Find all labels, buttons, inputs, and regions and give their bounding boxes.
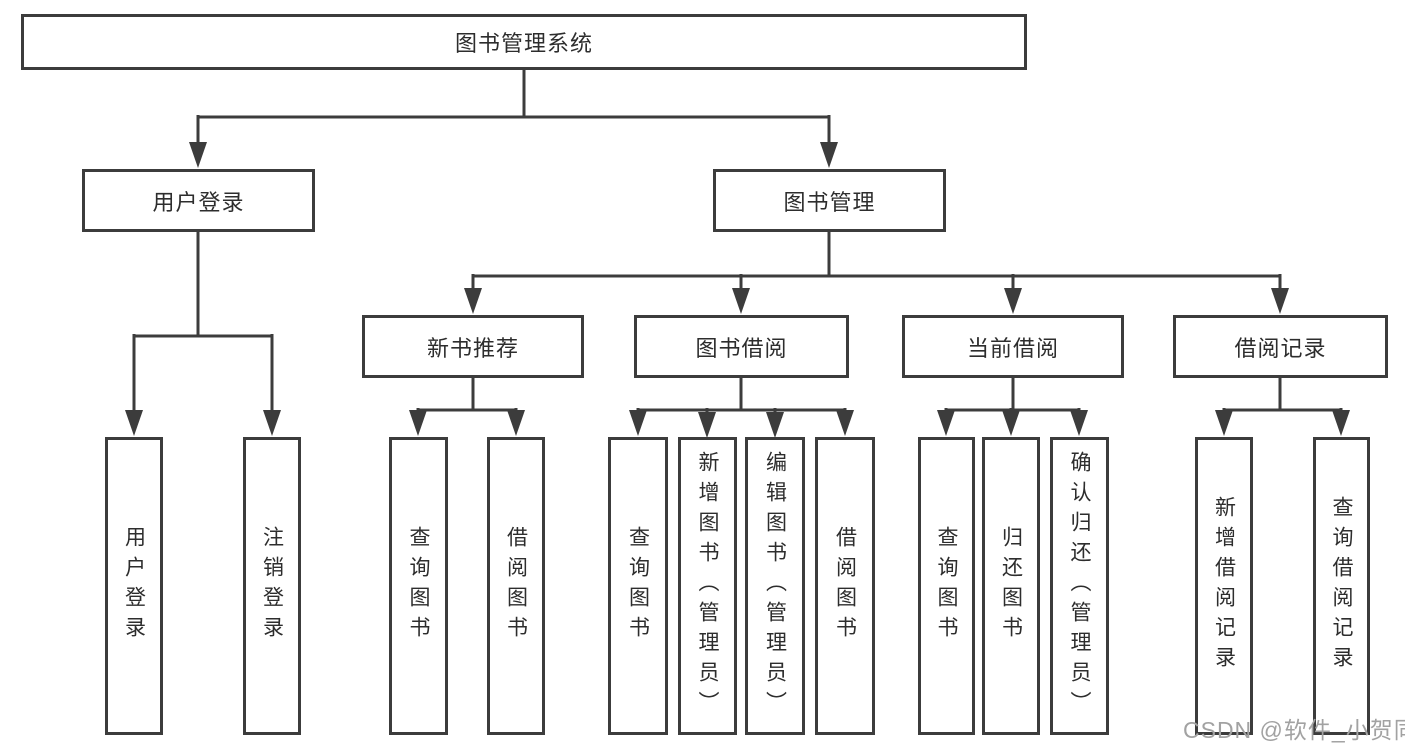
node-label: 借阅图书: [833, 526, 857, 646]
leaf-query-borrow-record: 查询借阅记录: [1313, 437, 1370, 735]
node-user-login: 用户登录: [82, 169, 315, 232]
node-root: 图书管理系统: [21, 14, 1027, 70]
node-borrow-records: 借阅记录: [1173, 315, 1388, 378]
node-new-book-recommend: 新书推荐: [362, 315, 584, 378]
node-label: 编辑图书（管理员）: [763, 451, 787, 721]
watermark: CSDN @软件_小贺同学: [1183, 717, 1405, 743]
node-label: 当前借阅: [966, 335, 1059, 361]
node-label: 图书管理: [783, 189, 876, 215]
node-label: 查询图书: [626, 526, 650, 646]
node-label: 新书推荐: [426, 335, 519, 361]
leaf-confirm-return-admin: 确认归还（管理员）: [1050, 437, 1109, 735]
leaf-borrow-book-2: 借阅图书: [815, 437, 875, 735]
leaf-return-book: 归还图书: [982, 437, 1040, 735]
node-label: 图书借阅: [695, 335, 788, 361]
leaf-query-book-1: 查询图书: [389, 437, 448, 735]
node-label: 注销登录: [260, 526, 284, 646]
node-label: 新增图书（管理员）: [696, 451, 719, 721]
node-label: 查询借阅记录: [1330, 496, 1353, 676]
node-label: 借阅图书: [504, 526, 528, 646]
leaf-add-borrow-record: 新增借阅记录: [1195, 437, 1253, 735]
node-label: 查询图书: [935, 526, 958, 646]
node-label: 图书管理系统: [454, 31, 593, 56]
leaf-edit-book-admin: 编辑图书（管理员）: [745, 437, 805, 735]
leaf-add-book-admin: 新增图书（管理员）: [678, 437, 737, 735]
node-label: 借阅记录: [1234, 335, 1327, 361]
leaf-query-book-3: 查询图书: [918, 437, 975, 735]
node-book-borrow: 图书借阅: [634, 315, 849, 378]
node-current-borrow: 当前借阅: [902, 315, 1124, 378]
node-label: 查询图书: [407, 526, 430, 646]
leaf-query-book-2: 查询图书: [608, 437, 668, 735]
node-book-management: 图书管理: [713, 169, 946, 232]
node-label: 用户登录: [122, 526, 146, 646]
node-label: 确认归还（管理员）: [1068, 451, 1091, 721]
leaf-logout: 注销登录: [243, 437, 301, 735]
node-label: 新增借阅记录: [1212, 496, 1236, 676]
node-label: 用户登录: [152, 189, 245, 215]
leaf-borrow-book-1: 借阅图书: [487, 437, 545, 735]
node-label: 归还图书: [999, 526, 1023, 646]
leaf-user-login: 用户登录: [105, 437, 163, 735]
